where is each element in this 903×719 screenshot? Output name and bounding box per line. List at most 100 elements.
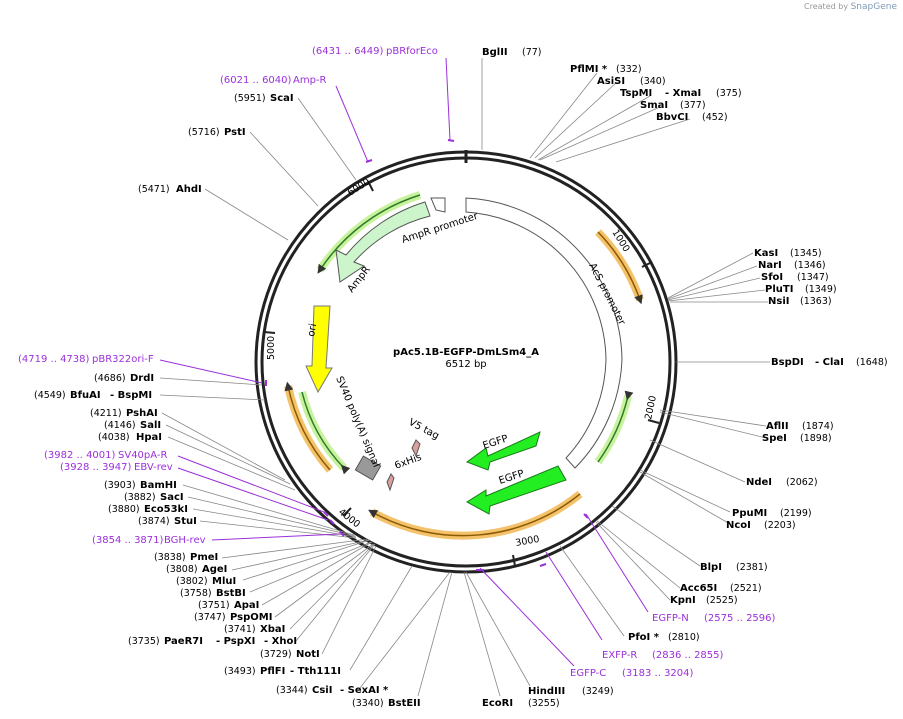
site-stui-pos: (3874) [138, 516, 170, 527]
site-agei-pos: (3808) [166, 564, 198, 575]
site-csii-pos: (3344) [276, 685, 308, 696]
ori-arrow [305, 305, 333, 394]
site-smai: SmaI [640, 100, 668, 111]
site-agei: AgeI [202, 564, 227, 575]
primer-bghrev: BGH-rev [164, 535, 206, 546]
primer-egfpc-range: (3183 .. 3204) [622, 668, 694, 679]
site-mlui: MluI [212, 576, 236, 587]
site-bamhi-pos: (3903) [104, 480, 136, 491]
primer-ampr: Amp-R [293, 75, 327, 86]
site-sfoi-pos: (1347) [797, 272, 829, 283]
site-bsteii: BstEII [388, 698, 421, 709]
primer-leaders [159, 57, 649, 667]
site-pflfi-pos: (3493) [224, 666, 256, 677]
tick-label-2000: 2000 [643, 395, 659, 421]
site-bamhi: BamHI [140, 480, 177, 491]
site-ppumi: PpuMI [732, 508, 767, 519]
site-pflmi-pos: (332) [616, 64, 642, 75]
features [305, 197, 623, 515]
site-kasi-pos: (1345) [790, 248, 822, 259]
feature-label-v5: V5 tag [407, 417, 441, 442]
amppromoter-arrow [430, 197, 446, 213]
primer-pbrforeco-range: (6431 .. 6449) [312, 46, 384, 57]
site-saci-pos: (3882) [124, 492, 156, 503]
site-bspdi: BspDI [771, 357, 804, 368]
site-saci: SacI [160, 492, 184, 503]
site-pfoi-pos: (2810) [668, 632, 700, 643]
feature-label-sv40: SV40 poly(A) signal [333, 375, 381, 469]
site-noti-pos: (3729) [260, 649, 292, 660]
site-psti-pos: (5716) [188, 127, 220, 138]
site-eco53ki: Eco53kI [144, 504, 188, 515]
site-labels-left: (3340) BstEII (3344) CsiI - SexAI * (349… [34, 93, 421, 709]
site-mlui-pos: (3802) [176, 576, 208, 587]
site-ahdi: AhdI [176, 184, 202, 195]
sv40-polya-box [354, 455, 382, 481]
site-labels-right: BglII (77) PflMI * (332) AsiSI (340) Tsp… [482, 47, 888, 709]
primer-egfpc: EGFP-C [570, 668, 606, 679]
primer-exfpr-range: (2836 .. 2855) [652, 650, 724, 661]
site-bglii: BglII [482, 47, 508, 58]
site-psti: PstI [224, 127, 246, 138]
site-smai-pos: (377) [680, 100, 706, 111]
site-aflii-pos: (1874) [802, 421, 834, 432]
site-kpni: KpnI [670, 595, 696, 606]
site-acc65i: Acc65I [680, 583, 717, 594]
site-blpi: BlpI [700, 562, 722, 573]
site-pmei-pos: (3838) [154, 552, 186, 563]
site-bfuai: BfuAI [70, 390, 101, 401]
site-ahdi-pos: (5471) [138, 184, 170, 195]
site-bfuai-pos: (4549) [34, 390, 66, 401]
site-acc65i-pos: (2521) [730, 583, 762, 594]
tick-label-3000: 3000 [515, 534, 541, 549]
site-stui: StuI [174, 516, 197, 527]
primer-pbr322ori: pBR322ori-F [92, 354, 154, 365]
site-bbvci: BbvCI [656, 112, 688, 123]
feature-label-6xhis: 6xHis [393, 452, 423, 472]
site-spei: SpeI [762, 433, 787, 444]
site-apai: ApaI [234, 600, 259, 611]
site-bstbi-pos: (3758) [180, 588, 212, 599]
site-ncoi: NcoI [726, 520, 751, 531]
snapgene-watermark: Created by SnapGene [804, 2, 897, 12]
site-pspomi: PspOMI [230, 612, 272, 623]
site-xbai: XbaI [260, 624, 285, 635]
site-csii: CsiI [312, 685, 332, 696]
site-pflmi: PflMI * [570, 64, 608, 75]
site-sfoi: SfoI [761, 272, 783, 283]
site-leaders [159, 58, 770, 697]
tick-label-5000: 5000 [266, 336, 277, 360]
site-bspmi: - BspMI [110, 390, 152, 401]
primer-labels: (6431 .. 6449) pBRforEco (6021 .. 6040) … [18, 46, 776, 679]
site-kasi: KasI [754, 248, 778, 259]
egfp-arrow-2 [466, 465, 567, 515]
egfp-arrow-1 [465, 431, 541, 471]
watermark-brand: SnapGene [850, 2, 897, 12]
site-drdi-pos: (4686) [94, 373, 126, 384]
site-drdi: DrdI [130, 373, 154, 384]
site-noti: NotI [296, 649, 320, 660]
site-sexai: - SexAI * [340, 685, 389, 696]
site-pshai-pos: (4211) [90, 408, 122, 419]
site-aflii: AflII [766, 421, 789, 432]
plasmid-length: 6512 bp [445, 359, 486, 370]
primer-ampr-range: (6021 .. 6040) [220, 75, 292, 86]
site-nsii-pos: (1363) [800, 296, 832, 307]
site-pspxi: - PspXI [216, 636, 255, 647]
site-pshai: PshAI [126, 408, 158, 419]
site-asisi-pos: (340) [640, 76, 666, 87]
feature-label-ori: ori [306, 323, 319, 338]
site-hpai: HpaI [136, 432, 162, 443]
site-hindiii: HindIII [528, 686, 565, 697]
site-asisi: AsiSI [597, 76, 625, 87]
site-spei-pos: (1898) [800, 433, 832, 444]
plasmid-name: pAc5.1B-EGFP-DmLSm4_A [393, 347, 539, 358]
acs-promoter-arrow [465, 197, 623, 469]
site-nsii: NsiI [768, 296, 789, 307]
site-bglii-pos: (77) [522, 47, 542, 58]
site-bbvci-pos: (452) [702, 112, 728, 123]
feature-arcs [284, 191, 644, 540]
site-apai-pos: (3751) [198, 600, 230, 611]
site-ppumi-pos: (2199) [780, 508, 812, 519]
